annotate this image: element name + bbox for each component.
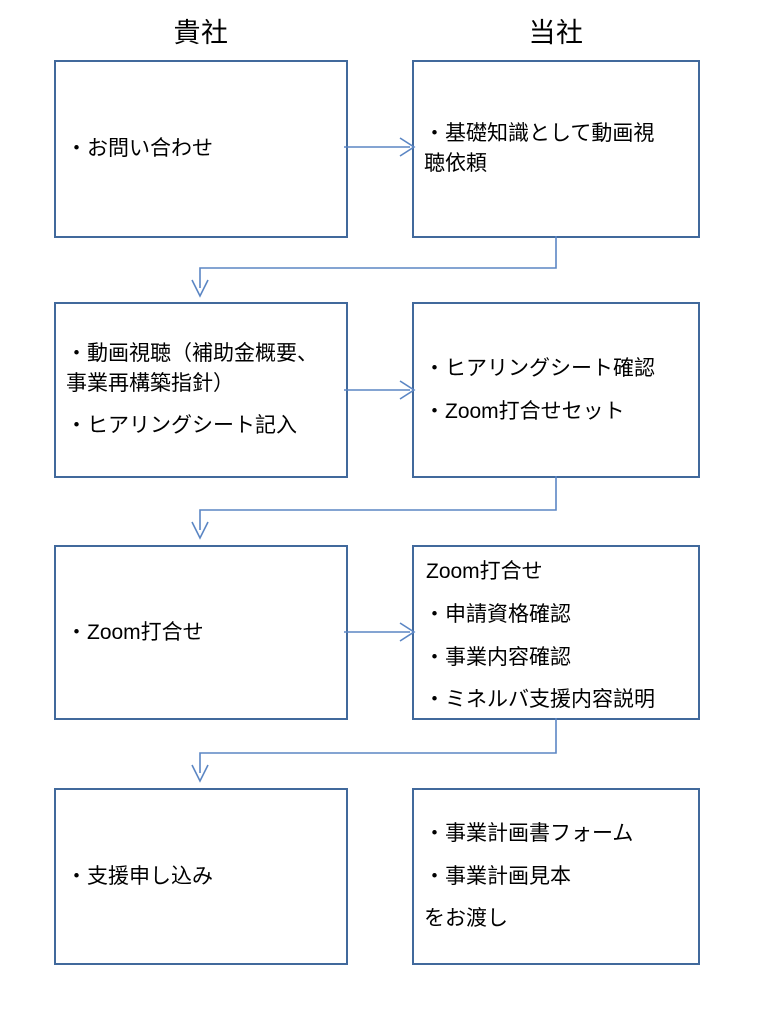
column-header-client: 貴社 bbox=[173, 18, 229, 48]
box-text-block: Zoom打合せ ・申請資格確認 ・事業内容確認 ・ミネルバ支援内容説明 bbox=[414, 557, 698, 715]
box-line: ・申請資格確認 bbox=[424, 602, 571, 626]
box-line: ・事業計画書フォーム bbox=[424, 821, 634, 845]
box-line: 聴依頼 bbox=[424, 152, 487, 175]
box-text-block: ・ヒアリングシート確認 ・Zoom打合せセット bbox=[414, 354, 698, 427]
box-line: ・ミネルバ支援内容説明 bbox=[424, 688, 655, 712]
box-line: ・ヒアリングシート記入 bbox=[66, 414, 297, 438]
box-text-block: ・動画視聴（補助金概要、 事業再構築指針） ・ヒアリングシート記入 bbox=[56, 339, 346, 441]
box-text-block: ・基礎知識として動画視 聴依頼 bbox=[414, 119, 698, 179]
box-heading: Zoom打合せ bbox=[426, 560, 543, 583]
process-box-row2-company[interactable]: ・ヒアリングシート確認 ・Zoom打合せセット bbox=[412, 302, 700, 478]
box-line: ・支援申し込み bbox=[66, 864, 213, 888]
box-text-block: ・支援申し込み bbox=[56, 862, 346, 892]
box-line: ・事業内容確認 bbox=[424, 645, 571, 669]
process-box-row1-company[interactable]: ・基礎知識として動画視 聴依頼 bbox=[412, 60, 700, 238]
box-line: ・ヒアリングシート確認 bbox=[424, 356, 655, 380]
box-line: 事業再構築指針） bbox=[66, 371, 234, 395]
box-line: ・事業計画見本 bbox=[424, 864, 571, 888]
arrow-row3-client-to-company bbox=[344, 620, 418, 644]
arrow-row1-client-to-company bbox=[344, 135, 418, 159]
box-text-block: ・お問い合わせ bbox=[56, 134, 346, 164]
arrow-row2-client-to-company bbox=[344, 378, 418, 402]
box-line: をお渡し bbox=[424, 907, 508, 931]
column-header-company: 当社 bbox=[528, 18, 584, 48]
box-line: ・Zoom打合せ bbox=[66, 620, 204, 644]
connector-row1-to-row2 bbox=[190, 236, 570, 306]
box-line: ・動画視聴（補助金概要、 bbox=[66, 341, 318, 365]
process-box-row4-client[interactable]: ・支援申し込み bbox=[54, 788, 348, 965]
process-box-row3-company[interactable]: Zoom打合せ ・申請資格確認 ・事業内容確認 ・ミネルバ支援内容説明 bbox=[412, 545, 700, 720]
process-box-row2-client[interactable]: ・動画視聴（補助金概要、 事業再構築指針） ・ヒアリングシート記入 bbox=[54, 302, 348, 478]
box-line: ・Zoom打合せセット bbox=[424, 399, 625, 423]
connector-row3-to-row4 bbox=[190, 718, 570, 792]
process-box-row3-client[interactable]: ・Zoom打合せ bbox=[54, 545, 348, 720]
box-line: ・お問い合わせ bbox=[66, 137, 213, 161]
process-box-row1-client[interactable]: ・お問い合わせ bbox=[54, 60, 348, 238]
box-line: ・基礎知識として動画視 bbox=[424, 122, 655, 146]
box-text-block: ・事業計画書フォーム ・事業計画見本 をお渡し bbox=[414, 819, 698, 934]
box-text-block: ・Zoom打合せ bbox=[56, 618, 346, 648]
process-box-row4-company[interactable]: ・事業計画書フォーム ・事業計画見本 をお渡し bbox=[412, 788, 700, 965]
connector-row2-to-row3 bbox=[190, 476, 570, 549]
